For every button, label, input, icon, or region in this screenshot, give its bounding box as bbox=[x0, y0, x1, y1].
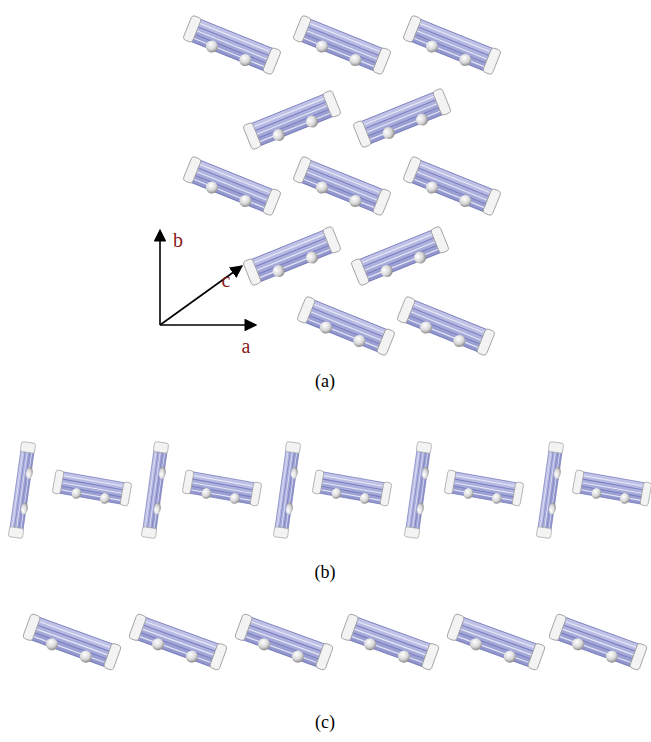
molecule bbox=[182, 15, 281, 77]
molecule bbox=[234, 613, 334, 672]
molecule bbox=[292, 156, 391, 218]
axis-label-text: c bbox=[222, 269, 231, 291]
axis-label-text: b bbox=[173, 229, 183, 251]
molecule bbox=[353, 88, 452, 150]
molecule bbox=[312, 470, 392, 508]
axis-label-text: a bbox=[242, 335, 251, 357]
panel-caption: (b) bbox=[315, 562, 336, 583]
molecule bbox=[396, 296, 495, 358]
molecule bbox=[296, 296, 395, 358]
molecule bbox=[444, 470, 524, 508]
axis-arrow bbox=[160, 266, 242, 325]
panel-caption-text: (a) bbox=[315, 371, 335, 391]
molecule bbox=[340, 613, 440, 672]
molecule bbox=[128, 613, 228, 672]
axis-label: b bbox=[173, 229, 183, 252]
molecule bbox=[182, 470, 262, 508]
panel-caption-text: (c) bbox=[315, 712, 335, 732]
molecule bbox=[446, 613, 546, 672]
molecule bbox=[404, 441, 433, 538]
molecule bbox=[22, 613, 122, 672]
panel-b-molecules bbox=[8, 441, 651, 538]
panel-c-molecules bbox=[22, 613, 648, 672]
panel-caption: (a) bbox=[315, 371, 335, 392]
molecule bbox=[8, 441, 37, 538]
molecule bbox=[402, 15, 501, 77]
axis-label: c bbox=[222, 269, 231, 292]
molecule bbox=[141, 441, 170, 538]
molecule bbox=[243, 226, 342, 288]
axis-arrow bbox=[160, 324, 256, 326]
panel-caption: (c) bbox=[315, 712, 335, 733]
molecule bbox=[536, 441, 565, 538]
axis-label: a bbox=[242, 335, 251, 358]
molecule bbox=[182, 156, 281, 218]
molecule bbox=[572, 470, 651, 508]
molecule bbox=[548, 613, 648, 672]
panel-caption-text: (b) bbox=[315, 562, 336, 582]
axis-arrow bbox=[159, 230, 161, 325]
molecule bbox=[243, 90, 342, 152]
molecule bbox=[273, 441, 302, 538]
molecule bbox=[292, 15, 391, 77]
molecule bbox=[52, 470, 132, 508]
panel-a-molecules bbox=[182, 15, 501, 358]
molecule bbox=[402, 156, 501, 218]
molecule bbox=[351, 226, 450, 288]
